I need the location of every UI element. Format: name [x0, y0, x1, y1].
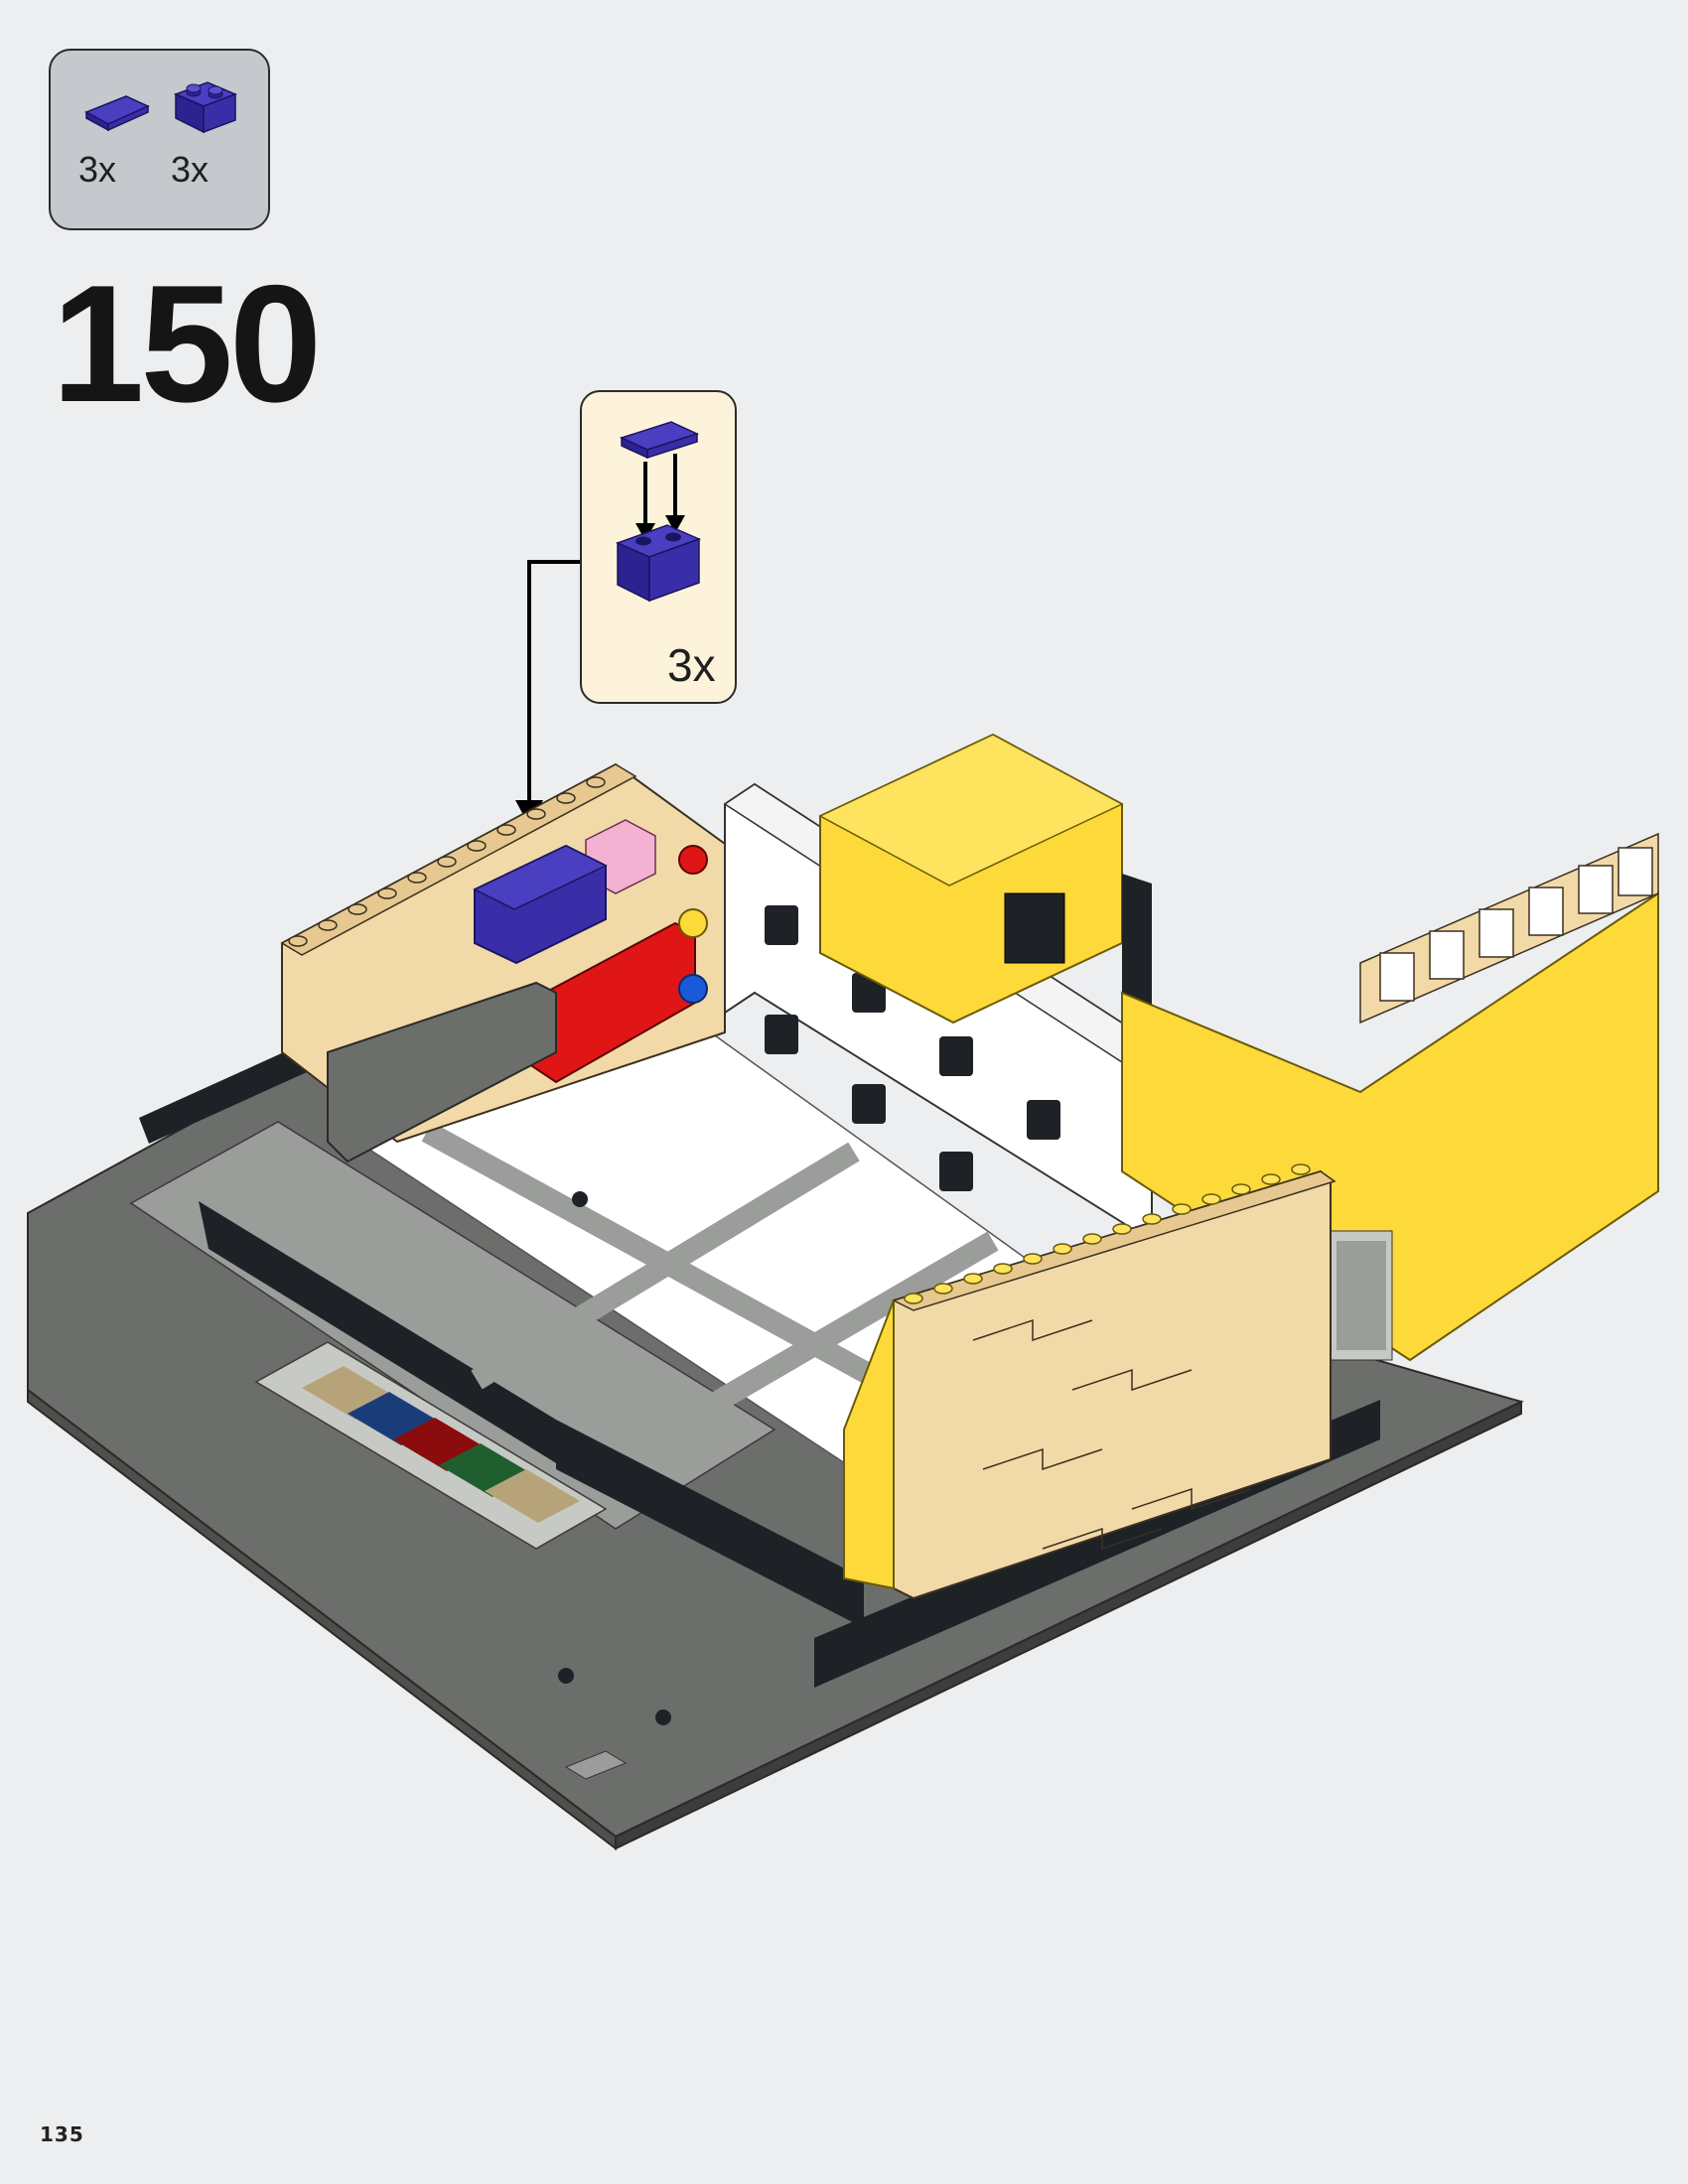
brick-quantity: 3x	[171, 149, 210, 190]
parts-list-box: 3x 3x	[49, 49, 270, 230]
subassembly-callout: 3x	[580, 390, 737, 704]
purple-tile-1x2-icon	[84, 95, 150, 132]
tile-quantity: 3x	[78, 149, 117, 190]
callout-quantity: 3x	[667, 639, 716, 691]
page-number: 135	[40, 2122, 84, 2146]
subassembly-diagram	[615, 421, 702, 603]
purple-brick-1x2-icon	[173, 81, 238, 134]
step-number: 150	[52, 250, 322, 437]
